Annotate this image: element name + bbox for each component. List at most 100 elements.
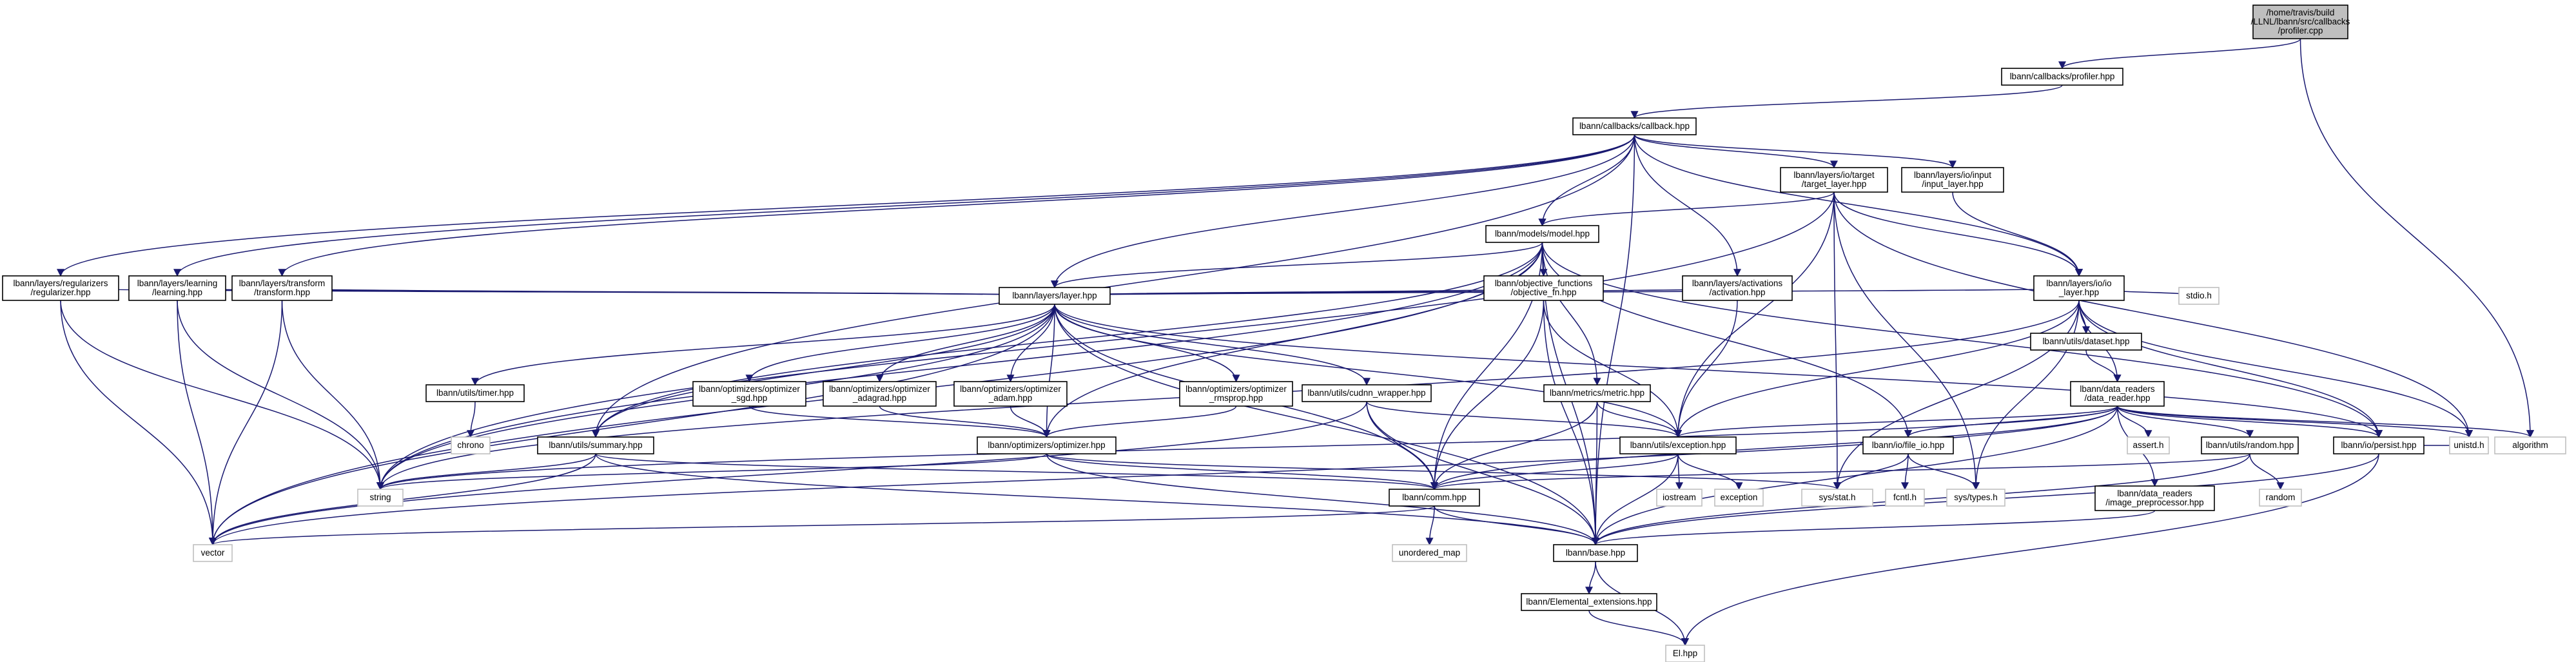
node-label: fcntl.h [1893,492,1917,502]
node-timer[interactable]: lbann/utils/timer.hpp [425,384,525,402]
edge-cudnn-to-base [1366,401,1599,546]
node-persist[interactable]: lbann/io/persist.hpp [2333,436,2425,454]
node-summary[interactable]: lbann/utils/summary.hpp [537,436,654,454]
node-box [1862,436,1954,454]
node-profiler-cpp[interactable]: /home/travis/build/LLNL/lbann/src/callba… [2251,5,2350,39]
node-learning[interactable]: lbann/layers/learning/learning.hpp [128,275,226,301]
node-el: El.hpp [1665,645,1705,662]
node-dataset[interactable]: lbann/utils/dataset.hpp [2030,333,2142,351]
edge-file_io-to-sys_types [1908,453,1980,491]
node-box [1901,167,2004,193]
node-opt-sgd[interactable]: lbann/optimizers/optimizer_sgd.hpp [692,381,806,407]
node-regularizer[interactable]: lbann/layers/regularizers/regularizer.hp… [2,275,119,301]
node-box [1572,117,1697,135]
edge-data_reader-to-string [376,405,2118,491]
node-comm[interactable]: lbann/comm.hpp [1389,489,1480,507]
node-random[interactable]: lbann/utils/random.hpp [2201,436,2299,454]
node-box [2333,436,2425,454]
node-box [2070,381,2165,407]
node-label: /objective_fn.hpp [1510,287,1576,297]
node-input-layer[interactable]: lbann/layers/io/input/input_layer.hpp [1901,167,2004,193]
node-opt-rmsprop[interactable]: lbann/optimizers/optimizer_rmsprop.hpp [1179,381,1293,407]
node-optimizer[interactable]: lbann/optimizers/optimizer.hpp [977,436,1117,454]
edge-data_reader-to-persist [2116,405,2383,438]
node-transform[interactable]: lbann/layers/transform/transform.hpp [231,275,333,301]
edge-data_reader-to-random [2116,405,2254,438]
edge-layer_hpp-to-base [1054,304,1599,546]
edge-objective_fn-to-comm [1430,300,1545,491]
node-callback-hpp[interactable]: lbann/callbacks/callback.hpp [1572,117,1697,135]
node-box [977,436,1117,454]
node-box [1521,593,1657,611]
edge-comm-to-unordered_map [1425,505,1435,546]
node-label: lbann/data_readers [2080,384,2155,394]
node-box [953,381,1068,407]
node-label: lbann/utils/cudnn_wrapper.hpp [1307,388,1425,398]
edge-summary-to-string [376,453,596,491]
node-label: random [2266,492,2296,502]
node-box [1485,225,1599,243]
edge-objective_fn-to-exception [1543,300,1682,438]
node-label: _layer.hpp [2058,287,2099,297]
node-algorithm: algorithm [2494,436,2566,454]
node-box [1302,384,1432,402]
node-metric[interactable]: lbann/metrics/metric.hpp [1543,384,1651,402]
node-box [2252,5,2348,39]
node-label: lbann/layers/io/input [1914,170,1991,180]
edge-comm-to-base [1434,505,1599,546]
edge-data_reader-to-algorithm [2116,405,2534,438]
node-label: lbann/metrics/metric.hpp [1550,388,1644,398]
edge-learning-to-string [177,300,384,491]
node-box [193,544,233,562]
node-label: lbann/base.hpp [1566,548,1625,558]
node-base[interactable]: lbann/base.hpp [1553,544,1638,562]
edge-io_layer-to-exception [1674,300,2080,438]
node-label: /transform.hpp [254,287,310,297]
node-box [2,275,119,301]
node-label: sys/stat.h [1819,492,1855,502]
edge-regularizer-to-vector [60,300,217,546]
edge-optimizer-to-string [376,453,1048,491]
edge-exception-to-comm [1430,453,1679,491]
edge-transform-to-string [281,300,384,491]
node-image-pre[interactable]: lbann/data_readers/image_preprocessor.hp… [2094,485,2215,511]
edge-layer_hpp-to-optimizer [1042,304,1055,438]
node-cudnn[interactable]: lbann/utils/cudnn_wrapper.hpp [1302,384,1432,402]
edge-cudnn-to-vector [209,401,1367,546]
node-layer-hpp[interactable]: lbann/layers/layer.hpp [999,287,1111,305]
node-box [231,275,333,301]
node-box [2127,436,2170,454]
node-elemental-ext[interactable]: lbann/Elemental_extensions.hpp [1521,593,1657,611]
node-label: lbann/data_readers [2117,489,2192,498]
node-box [1885,489,1925,507]
edge-opt_adagrad-to-optimizer [879,405,1051,438]
node-label: assert.h [2132,440,2163,450]
node-objective-fn[interactable]: lbann/objective_functions/objective_fn.h… [1483,275,1604,301]
graph-nodes: /home/travis/build/LLNL/lbann/src/callba… [2,5,2566,662]
node-box [451,436,491,454]
node-file-io[interactable]: lbann/io/file_io.hpp [1862,436,1954,454]
node-box [2449,436,2489,454]
node-opt-adam[interactable]: lbann/optimizers/optimizer_adam.hpp [953,381,1068,407]
edge-layer_hpp-to-vector [209,304,1055,546]
node-label: /input_layer.hpp [1922,179,1983,189]
edge-data_reader-to-assert [2116,405,2152,438]
node-data-reader[interactable]: lbann/data_readers/data_reader.hpp [2070,381,2165,407]
edge-timer-to-chrono [467,401,476,438]
node-label: El.hpp [1673,648,1697,658]
node-label: unistd.h [2454,440,2484,450]
node-model-hpp[interactable]: lbann/models/model.hpp [1485,225,1599,243]
node-label: lbann/optimizers/optimizer [829,384,930,394]
edge-random-to-comm [1430,453,2250,491]
edge-profiler_cpp-to-algorithm [2299,38,2534,438]
node-label: /data_reader.hpp [2084,393,2150,403]
node-activation[interactable]: lbann/layers/activations/activation.hpp [1682,275,1793,301]
node-target-layer[interactable]: lbann/layers/io/target/target_layer.hpp [1780,167,1888,193]
node-label: lbann/optimizers/optimizer [1186,384,1287,394]
node-profiler-hpp[interactable]: lbann/callbacks/profiler.hpp [2001,68,2123,86]
node-io-layer[interactable]: lbann/layers/io/io_layer.hpp [2033,275,2125,301]
node-exception[interactable]: lbann/utils/exception.hpp [1619,436,1737,454]
edge-data_reader-to-exception [1674,405,2118,438]
node-box [999,287,1111,305]
node-opt-adagrad[interactable]: lbann/optimizers/optimizer_adagrad.hpp [823,381,937,407]
